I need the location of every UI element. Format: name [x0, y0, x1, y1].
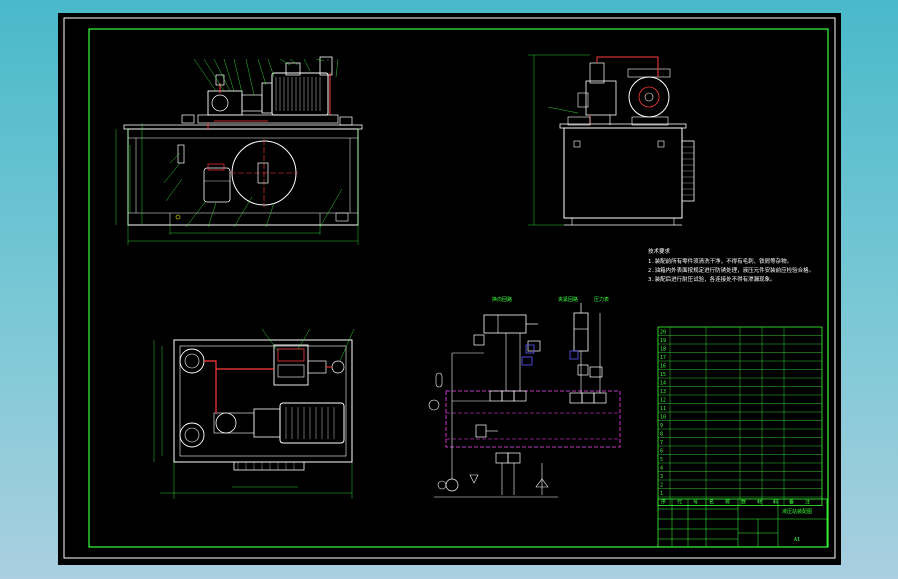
parts-list-header-cell: 备 — [789, 499, 794, 506]
plan-view — [153, 328, 355, 499]
parts-list-header-cell: 名 — [709, 499, 714, 506]
parts-list-header-cell: 代 — [677, 499, 682, 506]
svg-text:换向回路: 换向回路 — [492, 296, 512, 303]
notes-line-1: 1.装配前所有零件须清洗干净，不得有毛刺、铁屑等杂物。 — [648, 257, 792, 265]
parts-list-item-number: 11 — [660, 406, 666, 412]
parts-list-item-number: 2 — [660, 483, 663, 489]
parts-list-item-number: 18 — [660, 347, 666, 353]
parts-list-header-cell: 数 — [741, 499, 746, 506]
technical-notes: 技术要求 1.装配前所有零件须清洗干净，不得有毛刺、铁屑等杂物。 2.油箱内外表… — [648, 247, 814, 283]
parts-list-item-number: 10 — [660, 415, 666, 421]
parts-list-item-number: 13 — [660, 389, 666, 395]
front-view — [115, 56, 363, 245]
parts-list-item-number: 1 — [660, 491, 663, 497]
svg-text:压力表: 压力表 — [594, 296, 609, 303]
parts-list-item-number: 6 — [660, 449, 663, 455]
parts-list-item-number: 3 — [660, 474, 663, 480]
parts-list-item-number: 4 — [660, 466, 663, 472]
hydraulic-circuit: 换向回路 夹紧回路 压力表 — [428, 296, 621, 498]
parts-list-header-cell: 注 — [805, 499, 810, 506]
notes-line-2: 2.油箱内外表面按规定进行防锈处理，液压元件安装前应检验合格。 — [648, 266, 814, 274]
assembly-drawing: 换向回路 夹紧回路 压力表 技术要求 1.装配前所有零件须清洗干净，不得有毛刺、… — [63, 17, 836, 559]
drawing-name: 液压站装配图 — [782, 508, 812, 515]
sheet-size: A1 — [794, 537, 800, 543]
svg-text:夹紧回路: 夹紧回路 — [558, 296, 578, 303]
parts-list-item-number: 19 — [660, 338, 666, 344]
parts-list-item-number: 7 — [660, 440, 663, 446]
parts-list-header-cell: 料 — [773, 499, 778, 506]
parts-list-item-number: 15 — [660, 372, 666, 378]
parts-list-header-cell: 材 — [757, 499, 762, 506]
notes-line-3: 3.装配后进行耐压试验，各连接处不得有渗漏现象。 — [648, 275, 776, 283]
title-block: 液压站装配图 A1 — [657, 498, 828, 548]
parts-list-item-number: 20 — [660, 330, 666, 336]
side-view — [528, 54, 695, 226]
parts-list-header-cell: 称 — [725, 499, 730, 506]
drawing-sheet: 换向回路 夹紧回路 压力表 技术要求 1.装配前所有零件须清洗干净，不得有毛刺、… — [58, 13, 841, 565]
parts-list-item-number: 17 — [660, 355, 666, 361]
notes-heading: 技术要求 — [648, 247, 671, 255]
parts-list-item-number: 16 — [660, 364, 666, 370]
drawing-frame — [88, 28, 829, 548]
parts-list-header-cell: 序 — [661, 499, 666, 506]
parts-list-item-number: 9 — [660, 423, 663, 429]
parts-list-item-number: 5 — [660, 457, 663, 463]
parts-list-header-cell: 号 — [693, 500, 698, 506]
parts-list: 20 19 18 17 16 15 14 13 12 11 10 9 8 7 6 5 4 3 2 1 序 代 号 名 称 数 材 料 备… — [657, 326, 823, 506]
parts-list-item-number: 8 — [660, 432, 663, 438]
parts-list-item-number: 12 — [660, 398, 666, 404]
outer-border — [63, 17, 836, 559]
parts-list-item-number: 14 — [660, 381, 666, 387]
